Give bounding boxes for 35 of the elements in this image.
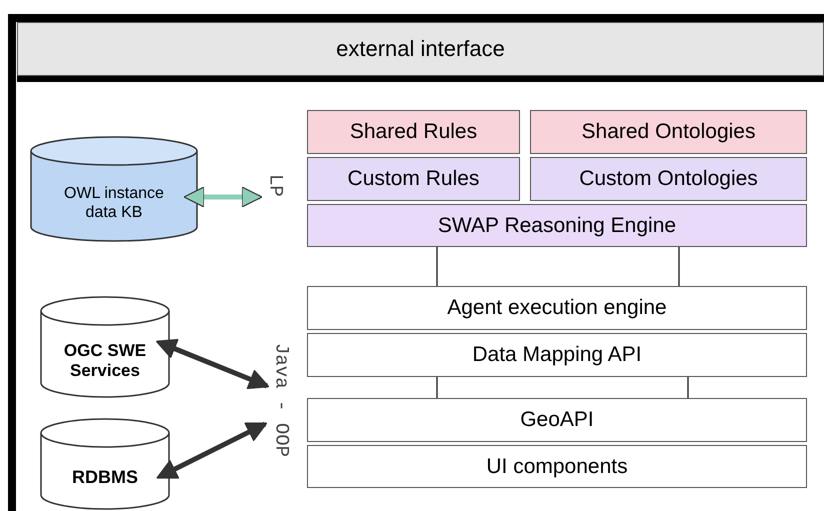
connector-line — [436, 247, 438, 286]
layer-label: Shared Rules — [350, 119, 478, 145]
layer-side-label: Java - OOP — [270, 343, 292, 458]
database-cylinder — [40, 296, 170, 398]
layer-label: SWAP Reasoning Engine — [438, 212, 676, 238]
connector-line — [687, 377, 689, 398]
layer-box — [307, 204, 807, 247]
layer-label: Shared Ontologies — [582, 119, 756, 145]
layer-label: GeoAPI — [520, 407, 594, 433]
layer-box — [307, 110, 520, 154]
double-arrow — [183, 186, 263, 208]
layer-label: Agent execution engine — [447, 295, 667, 321]
layer-label: UI components — [486, 454, 628, 480]
layer-label: Custom Rules — [348, 166, 480, 192]
layer-box — [530, 110, 807, 154]
interface-band — [17, 22, 824, 76]
layer-box — [307, 333, 807, 377]
layer-label: external interface — [336, 36, 505, 62]
layer-side-label: LP — [264, 174, 286, 196]
connector-line — [436, 377, 438, 398]
layer-box — [307, 398, 807, 442]
database-cylinder — [40, 418, 170, 510]
layer-box — [530, 157, 807, 201]
layer-box — [307, 445, 807, 488]
layer-box — [307, 157, 520, 201]
database-cylinder — [30, 136, 198, 242]
double-arrow — [156, 338, 270, 390]
layer-box — [307, 286, 807, 330]
database-label: RDBMS — [72, 467, 138, 489]
database-label: OGC SWE Services — [62, 340, 148, 382]
connector-line — [678, 247, 680, 286]
layer-label: Custom Ontologies — [579, 166, 758, 192]
database-label: OWL instance data KB — [63, 184, 165, 222]
double-arrow — [156, 422, 268, 479]
layer-label: Data Mapping API — [472, 342, 642, 368]
